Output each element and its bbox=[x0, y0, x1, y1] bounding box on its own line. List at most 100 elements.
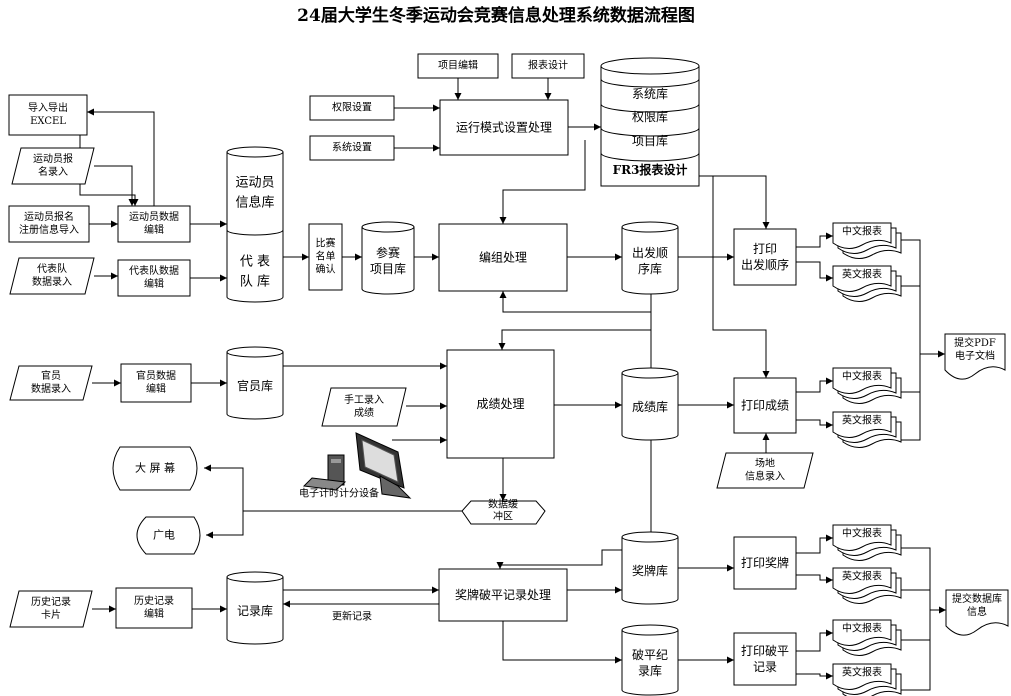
print-start-box-line-1: 打印 bbox=[753, 242, 777, 256]
fr3-report-design-label: FR3报表设计 bbox=[613, 162, 688, 177]
athlete-input-line-2: 名录入 bbox=[38, 165, 68, 178]
athlete-import-box-line-1: 运动员报名 bbox=[24, 210, 74, 223]
report-medal-en: 英文报表 bbox=[832, 567, 902, 604]
flow-athlete-input bbox=[94, 165, 136, 206]
report-design-box: 报表设计 bbox=[511, 53, 585, 79]
history-input-line-1: 历史记录 bbox=[31, 596, 71, 608]
match-confirm-box-line-1: 比赛 bbox=[316, 237, 336, 250]
report-score-cn-label: 中文报表 bbox=[842, 370, 882, 383]
timing-device-label: 电子计时计分设备 bbox=[299, 487, 379, 500]
print-medal-box: 打印奖牌 bbox=[733, 536, 797, 590]
item-edit-box: 项目编辑 bbox=[417, 53, 499, 79]
history-edit-box-line-2: 编辑 bbox=[144, 607, 164, 620]
perm-setting-box-line-1: 权限设置 bbox=[332, 101, 372, 114]
athlete-input-line-1: 运动员报 bbox=[33, 152, 73, 165]
event-db-line-1: 参赛 bbox=[376, 245, 400, 260]
history-input-line-2: 卡片 bbox=[41, 608, 61, 621]
team-input-line-1: 代表队 bbox=[37, 262, 67, 275]
submit-pdf-doc-line-1: 提交PDF bbox=[954, 336, 996, 349]
flow-start-db-score bbox=[498, 294, 652, 350]
report-score-en: 英文报表 bbox=[832, 411, 902, 448]
data-buffer-line-1: 数据缓 bbox=[488, 498, 518, 511]
mode-process-box: 运行模式设置处理 bbox=[439, 99, 569, 156]
history-edit-box-line-1: 历史记录 bbox=[134, 595, 174, 607]
official-edit-box-line-1: 官员数据 bbox=[136, 369, 176, 382]
official-input-line-1: 官员 bbox=[41, 369, 61, 382]
team-db-line-2: 队 库 bbox=[240, 274, 270, 290]
score-db-line-1: 成绩库 bbox=[632, 399, 668, 414]
score-process-box-line-1: 成绩处理 bbox=[476, 397, 524, 411]
flow-print-medal-cn bbox=[796, 534, 833, 554]
report-start-cn-label: 中文报表 bbox=[842, 225, 882, 238]
submit-pdf-doc-line-2: 电子文档 bbox=[955, 349, 995, 362]
flow-edit-to-excel-link bbox=[87, 111, 155, 206]
report-score-cn: 中文报表 bbox=[832, 367, 902, 404]
flow-print-record-en bbox=[796, 672, 833, 680]
report-record-cn: 中文报表 bbox=[832, 619, 902, 656]
report-design-box-line-1: 报表设计 bbox=[528, 59, 568, 72]
flow-reports-collector-top bbox=[900, 239, 921, 441]
print-start-box-line-2: 出发顺序 bbox=[741, 257, 789, 272]
item-edit-box-line-1: 项目编辑 bbox=[438, 59, 478, 72]
print-score-box: 打印成绩 bbox=[733, 377, 797, 434]
team-edit-box-line-1: 代表队数据 bbox=[129, 264, 179, 277]
team-db-line-1: 代 表 bbox=[240, 255, 270, 270]
medal-process-box: 奖牌破平记录处理 bbox=[438, 568, 568, 622]
report-score-en-label: 英文报表 bbox=[842, 414, 882, 427]
flow-fr3-print-score bbox=[712, 176, 770, 378]
flow-reports-collector-bottom bbox=[900, 547, 931, 691]
official-input-line-2: 数据录入 bbox=[31, 382, 71, 395]
score-process-box: 成绩处理 bbox=[446, 349, 555, 459]
flow-system-group bbox=[499, 140, 586, 224]
medal-db-line-1: 奖牌库 bbox=[632, 563, 668, 578]
item-db-label: 项目库 bbox=[632, 133, 668, 148]
record-break-db-line-1: 破平纪 bbox=[632, 647, 668, 662]
athlete-import-box-line-2: 注册信息导入 bbox=[19, 223, 79, 236]
perm-db-label: 权限库 bbox=[632, 109, 668, 124]
page-title: 24届大学生冬季运动会竞赛信息处理系统数据流程图 bbox=[297, 5, 695, 26]
start-order-db-line-2: 序库 bbox=[638, 261, 662, 276]
flow-print-medal-en bbox=[796, 574, 833, 584]
flow-medal-record-break bbox=[502, 621, 622, 664]
athlete-db-line-1: 运动员 bbox=[235, 176, 274, 191]
report-medal-cn: 中文报表 bbox=[832, 524, 902, 561]
medal-db: 奖牌库 bbox=[621, 531, 679, 605]
print-score-box-line-1: 打印成绩 bbox=[741, 399, 789, 413]
submit-db-doc-line-1: 提交数据库 bbox=[952, 592, 1002, 605]
report-record-en-label: 英文报表 bbox=[842, 666, 882, 679]
report-start-en-label: 英文报表 bbox=[842, 268, 882, 281]
record-db: 记录库 bbox=[226, 571, 284, 645]
official-db: 官员库 bbox=[226, 346, 284, 420]
flow-print-score-en bbox=[796, 419, 833, 429]
match-confirm-box-line-3: 确认 bbox=[316, 263, 336, 276]
event-db-line-2: 项目库 bbox=[370, 261, 406, 276]
medal-process-box-line-1: 奖牌破平记录处理 bbox=[455, 587, 551, 602]
big-screen-label: 大 屏 幕 bbox=[135, 461, 175, 475]
submit-db-doc-line-2: 信息 bbox=[967, 605, 987, 618]
perm-setting-box: 权限设置 bbox=[309, 95, 395, 121]
venue-input-line-1: 场地 bbox=[755, 457, 775, 470]
report-record-cn-label: 中文报表 bbox=[842, 622, 882, 635]
report-start-cn: 中文报表 bbox=[832, 222, 902, 259]
print-record-box-line-1: 打印破平 bbox=[741, 643, 789, 658]
sys-setting-box-line-1: 系统设置 bbox=[332, 141, 372, 154]
report-medal-cn-label: 中文报表 bbox=[842, 527, 882, 540]
import-export-box-line-2: EXCEL bbox=[30, 116, 66, 127]
venue-input-line-2: 信息录入 bbox=[745, 470, 785, 483]
sys-setting-box: 系统设置 bbox=[309, 135, 395, 161]
record-break-db-line-2: 录库 bbox=[638, 663, 662, 678]
flow-print-score-cn bbox=[796, 377, 833, 393]
